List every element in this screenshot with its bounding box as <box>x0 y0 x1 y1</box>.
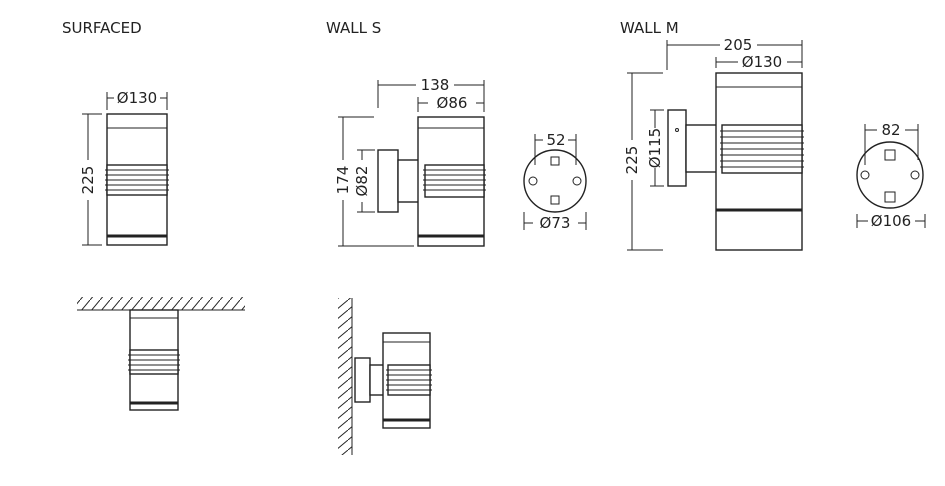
wall-s-plate-diameter-label: Ø82 <box>353 166 371 197</box>
surfaced-height-label: 225 <box>79 166 97 195</box>
wall-s-hole-spacing-label: 52 <box>546 131 565 149</box>
wall-s-base-diameter-label: Ø73 <box>540 214 571 232</box>
surfaced-dimensions: Ø130 225 <box>79 89 168 246</box>
wall-m-base-diameter-label: Ø106 <box>871 212 911 230</box>
surfaced-mounted-view <box>77 297 245 411</box>
wall-m-plate-diameter-label: Ø115 <box>646 128 664 168</box>
wall-s-depth-label: 138 <box>421 76 450 94</box>
wall-s-height-label: 174 <box>334 166 352 195</box>
wall-m-hole-spacing-label: 82 <box>881 121 900 139</box>
wall-s-diameter-label: Ø86 <box>437 94 468 112</box>
wall-m-front-view <box>667 72 804 251</box>
surfaced-diameter-label: Ø130 <box>117 89 157 107</box>
title-wall-m: WALL M <box>620 19 679 37</box>
title-wall-s: WALL S <box>326 19 381 37</box>
wall-s-mounting-plate: 52 Ø73 <box>523 131 587 232</box>
wall-s-front-view <box>377 116 486 247</box>
surfaced-front-view <box>105 113 169 246</box>
wall-m-diameter-label: Ø130 <box>742 53 782 71</box>
wall-s-dimensions: 138 Ø86 174 Ø82 <box>334 76 485 247</box>
wall-m-depth-label: 205 <box>724 36 753 54</box>
wall-m-dimensions: 205 Ø130 225 Ø115 <box>623 36 803 251</box>
title-surfaced: SURFACED <box>62 19 142 37</box>
wall-s-mounted-view <box>338 298 432 455</box>
wall-m-height-label: 225 <box>623 146 641 175</box>
wall-m-mounting-plate: 82 Ø106 <box>856 121 926 230</box>
